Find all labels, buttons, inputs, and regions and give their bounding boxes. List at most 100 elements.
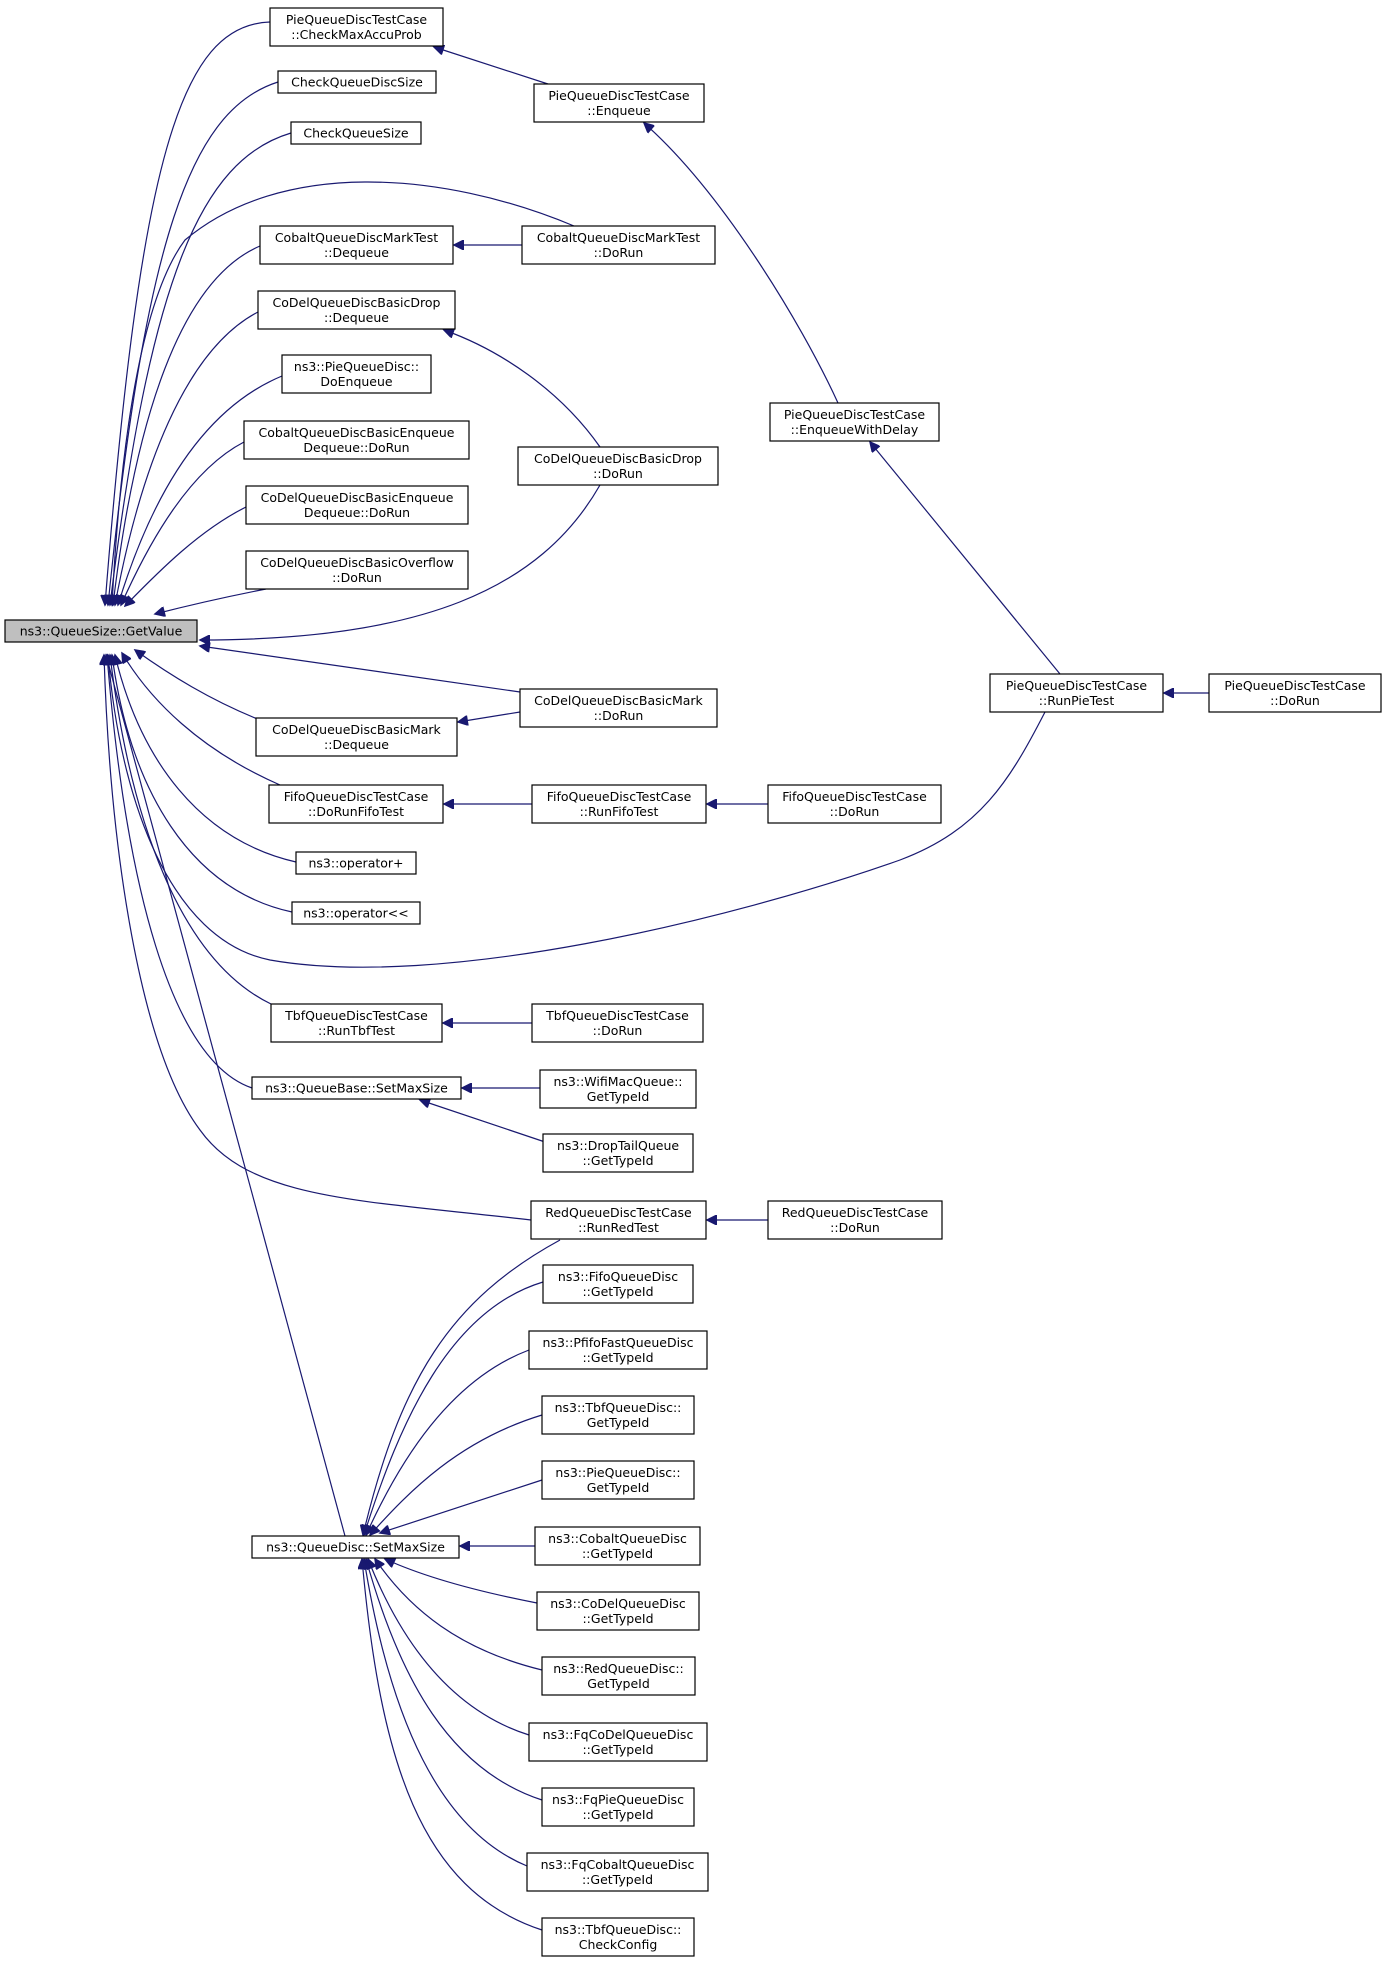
node-fifo-dorun-test[interactable]: FifoQueueDiscTestCase::DoRunFifoTest — [268, 784, 444, 824]
node-op-shl[interactable]: ns3::operator<< — [291, 901, 421, 925]
node-pie-doenq[interactable]: ns3::PieQueueDisc::DoEnqueue — [281, 354, 432, 394]
node-pie-enqueue[interactable]: PieQueueDiscTestCase::Enqueue — [533, 83, 705, 123]
node-root[interactable]: ns3::QueueSize::GetValue — [4, 619, 198, 643]
node-cobaltqd-gettype[interactable]: ns3::CobaltQueueDisc::GetTypeId — [534, 1526, 701, 1566]
node-box — [251, 1535, 460, 1559]
node-wifimac-gettype[interactable]: ns3::WifiMacQueue::GetTypeId — [539, 1069, 697, 1109]
node-pfifo-gettype[interactable]: ns3::PfifoFastQueueDisc::GetTypeId — [528, 1330, 708, 1370]
node-box — [526, 1852, 709, 1892]
node-label: PieQueueDiscTestCase — [548, 88, 689, 103]
node-label: ns3::QueueBase::SetMaxSize — [265, 1081, 448, 1096]
node-box — [536, 1591, 700, 1631]
node-label: ns3::FqCoDelQueueDisc — [543, 1727, 694, 1742]
node-label: ::Dequeue — [324, 737, 389, 752]
node-box — [268, 784, 444, 824]
node-label: ::GetTypeId — [582, 1872, 653, 1887]
node-box — [541, 1656, 696, 1696]
node-fqcodel-gettype[interactable]: ns3::FqCoDelQueueDisc::GetTypeId — [528, 1722, 708, 1762]
edge-codel_mark_dorun-to-codel_mark_deq — [458, 711, 521, 722]
node-box — [767, 1200, 943, 1240]
edge-droptail_gettype-to-qb_setmax — [420, 1100, 549, 1144]
node-droptail-gettype[interactable]: ns3::DropTailQueue::GetTypeId — [542, 1133, 694, 1173]
node-box — [530, 1200, 707, 1240]
node-cobalt-enqdeq[interactable]: CobaltQueueDiscBasicEnqueueDequeue::DoRu… — [243, 420, 470, 460]
node-fqcobalt-gettype[interactable]: ns3::FqCobaltQueueDisc::GetTypeId — [526, 1852, 709, 1892]
edge-pie_enq_delay-to-pie_enqueue — [644, 123, 839, 404]
node-label: GetTypeId — [587, 1089, 650, 1104]
node-fifo-runtest[interactable]: FifoQueueDiscTestCase::RunFifoTest — [531, 784, 707, 824]
node-box — [295, 851, 417, 875]
node-box — [277, 70, 437, 94]
node-label: ::GetTypeId — [582, 1546, 653, 1561]
node-label: GetTypeId — [587, 1480, 650, 1495]
edge-pfifo_gettype-to-qd_setmax — [366, 1349, 530, 1535]
node-cobalt-mark-deq[interactable]: CobaltQueueDiscMarkTest::Dequeue — [259, 225, 454, 265]
edge-cqds-to-root — [108, 81, 279, 605]
node-label: CobaltQueueDiscMarkTest — [537, 230, 700, 245]
node-codel-overflow[interactable]: CoDelQueueDiscBasicOverflow::DoRun — [245, 550, 469, 590]
node-red-dorun[interactable]: RedQueueDiscTestCase::DoRun — [767, 1200, 943, 1240]
node-pie-dorun[interactable]: PieQueueDiscTestCase::DoRun — [1208, 673, 1382, 713]
node-fifo-dorun[interactable]: FifoQueueDiscTestCase::DoRun — [767, 784, 942, 824]
node-label: ns3::CobaltQueueDisc — [548, 1531, 687, 1546]
edge-fqpie_gettype-to-qd_setmax — [366, 1559, 543, 1801]
node-redqd-gettype[interactable]: ns3::RedQueueDisc::GetTypeId — [541, 1656, 696, 1696]
node-red-runtest[interactable]: RedQueueDiscTestCase::RunRedTest — [530, 1200, 707, 1240]
node-cqds[interactable]: CheckQueueDiscSize — [277, 70, 437, 94]
node-box — [291, 901, 421, 925]
edge-red_runtest-to-qd_setmax — [363, 1239, 561, 1535]
node-cobalt-mark-dorun[interactable]: CobaltQueueDiscMarkTest::DoRun — [521, 225, 716, 265]
node-box — [541, 1787, 695, 1827]
node-label: ns3::WifiMacQueue:: — [553, 1074, 682, 1089]
node-box — [528, 1330, 708, 1370]
node-label: CheckQueueDiscSize — [291, 75, 423, 90]
node-codel-mark-dorun[interactable]: CoDelQueueDiscBasicMark::DoRun — [519, 688, 718, 728]
node-label: ns3::PieQueueDisc:: — [294, 359, 419, 374]
node-fqpie-gettype[interactable]: ns3::FqPieQueueDisc::GetTypeId — [541, 1787, 695, 1827]
node-codelqd-gettype[interactable]: ns3::CoDelQueueDisc::GetTypeId — [536, 1591, 700, 1631]
node-pie-checkmax[interactable]: PieQueueDiscTestCase::CheckMaxAccuProb — [269, 7, 444, 47]
node-label: TbfQueueDiscTestCase — [545, 1008, 689, 1023]
edge-pieqd_gettype-to-qd_setmax — [380, 1479, 543, 1533]
node-codel-drop-deq[interactable]: CoDelQueueDiscBasicDrop::Dequeue — [257, 290, 456, 330]
node-pie-runtest[interactable]: PieQueueDiscTestCase::RunPieTest — [989, 673, 1164, 713]
node-box — [528, 1722, 708, 1762]
node-codel-drop-dorun[interactable]: CoDelQueueDiscBasicDrop::DoRun — [517, 446, 719, 486]
node-box — [542, 1133, 694, 1173]
node-label: ns3::operator+ — [308, 856, 403, 871]
node-label: ns3::TbfQueueDisc:: — [555, 1922, 682, 1937]
node-fifoqd-gettype[interactable]: ns3::FifoQueueDisc::GetTypeId — [542, 1264, 694, 1304]
node-label: ::DoRun — [593, 466, 643, 481]
node-label: ::GetTypeId — [582, 1807, 653, 1822]
node-codel-mark-deq[interactable]: CoDelQueueDiscBasicMark::Dequeue — [255, 717, 458, 757]
node-qd-setmax[interactable]: ns3::QueueDisc::SetMaxSize — [251, 1535, 460, 1559]
edge-op_plus-to-root — [115, 655, 297, 863]
node-box — [255, 717, 458, 757]
node-label: CoDelQueueDiscBasicMark — [272, 722, 441, 737]
node-op-plus[interactable]: ns3::operator+ — [295, 851, 417, 875]
node-label: ns3::CoDelQueueDisc — [550, 1596, 686, 1611]
node-cqs[interactable]: CheckQueueSize — [290, 121, 422, 145]
node-tbf-dorun[interactable]: TbfQueueDiscTestCase::DoRun — [531, 1003, 704, 1043]
node-label: TbfQueueDiscTestCase — [284, 1008, 428, 1023]
node-pieqd-gettype[interactable]: ns3::PieQueueDisc::GetTypeId — [541, 1460, 695, 1500]
node-box — [519, 688, 718, 728]
node-box — [539, 1069, 697, 1109]
edge-pie_checkmax-to-root — [105, 21, 271, 605]
node-box — [290, 121, 422, 145]
node-tbfqd-gettype[interactable]: ns3::TbfQueueDisc::GetTypeId — [541, 1395, 695, 1435]
node-label: ::Dequeue — [324, 310, 389, 325]
node-tbfqd-checkcfg[interactable]: ns3::TbfQueueDisc::CheckConfig — [541, 1917, 695, 1957]
node-label: ::GetTypeId — [582, 1153, 653, 1168]
node-label: ::DoRun — [830, 1220, 880, 1235]
node-qb-setmax[interactable]: ns3::QueueBase::SetMaxSize — [251, 1076, 462, 1100]
node-tbf-runtest[interactable]: TbfQueueDiscTestCase::RunTbfTest — [270, 1003, 443, 1043]
edge-fifoqd_gettype-to-qd_setmax — [364, 1281, 544, 1535]
node-pie-enq-delay[interactable]: PieQueueDiscTestCase::EnqueueWithDelay — [769, 402, 940, 442]
node-label: ns3::FqPieQueueDisc — [552, 1792, 684, 1807]
node-label: CheckQueueSize — [303, 126, 408, 141]
node-label: CoDelQueueDiscBasicDrop — [534, 451, 702, 466]
node-box — [269, 7, 444, 47]
node-box — [257, 290, 456, 330]
